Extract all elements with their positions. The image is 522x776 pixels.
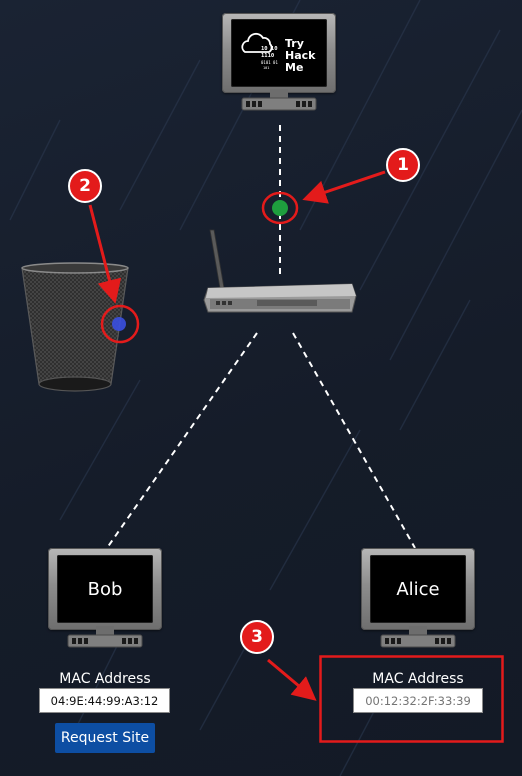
highlight-box-3 xyxy=(319,655,504,743)
alice-computer: Alice xyxy=(361,548,475,648)
link-router-alice xyxy=(292,332,416,549)
logo-binary-2: 1110 xyxy=(261,53,274,59)
alice-name-label: Alice xyxy=(396,578,440,600)
logo-text-try: Try xyxy=(285,37,304,50)
packet-blue-dot xyxy=(112,317,126,331)
logo-text-me: Me xyxy=(285,61,303,74)
highlight-circle-1 xyxy=(261,191,299,225)
monitor-stand xyxy=(241,89,317,111)
tryhackme-logo: 10 10 1110 0101 01 101 Try Hack Me xyxy=(241,32,316,74)
alice-mac-field[interactable] xyxy=(353,688,483,713)
packet-green-dot xyxy=(272,200,288,216)
annotation-badge-2: 2 xyxy=(68,169,102,203)
annotation-badge-1: 1 xyxy=(386,148,420,182)
bob-computer: Bob xyxy=(48,548,162,648)
bob-mac-label: MAC Address xyxy=(59,671,151,687)
bob-name-label: Bob xyxy=(87,578,123,600)
bob-mac-field[interactable] xyxy=(39,688,170,713)
arrow-1 xyxy=(302,170,386,204)
monitor-stand xyxy=(380,626,456,648)
router xyxy=(203,229,357,313)
annotation-badge-3: 3 xyxy=(240,620,274,654)
monitor-stand xyxy=(67,626,143,648)
server-computer: 10 10 1110 0101 01 101 Try Hack Me xyxy=(222,13,336,111)
request-site-button[interactable]: Request Site xyxy=(55,723,155,753)
server-screen: 10 10 1110 0101 01 101 Try Hack Me xyxy=(231,19,327,87)
logo-binary-3: 0101 01 xyxy=(261,60,278,65)
arrow-2 xyxy=(88,204,122,304)
logo-text-hack: Hack xyxy=(285,49,316,62)
alice-mac-label: MAC Address xyxy=(372,671,464,687)
highlight-circle-2 xyxy=(100,304,140,344)
cloud-icon xyxy=(241,32,273,53)
arrow-3 xyxy=(267,658,317,701)
logo-binary-1: 10 10 xyxy=(261,46,278,52)
logo-binary-4: 101 xyxy=(263,66,269,70)
